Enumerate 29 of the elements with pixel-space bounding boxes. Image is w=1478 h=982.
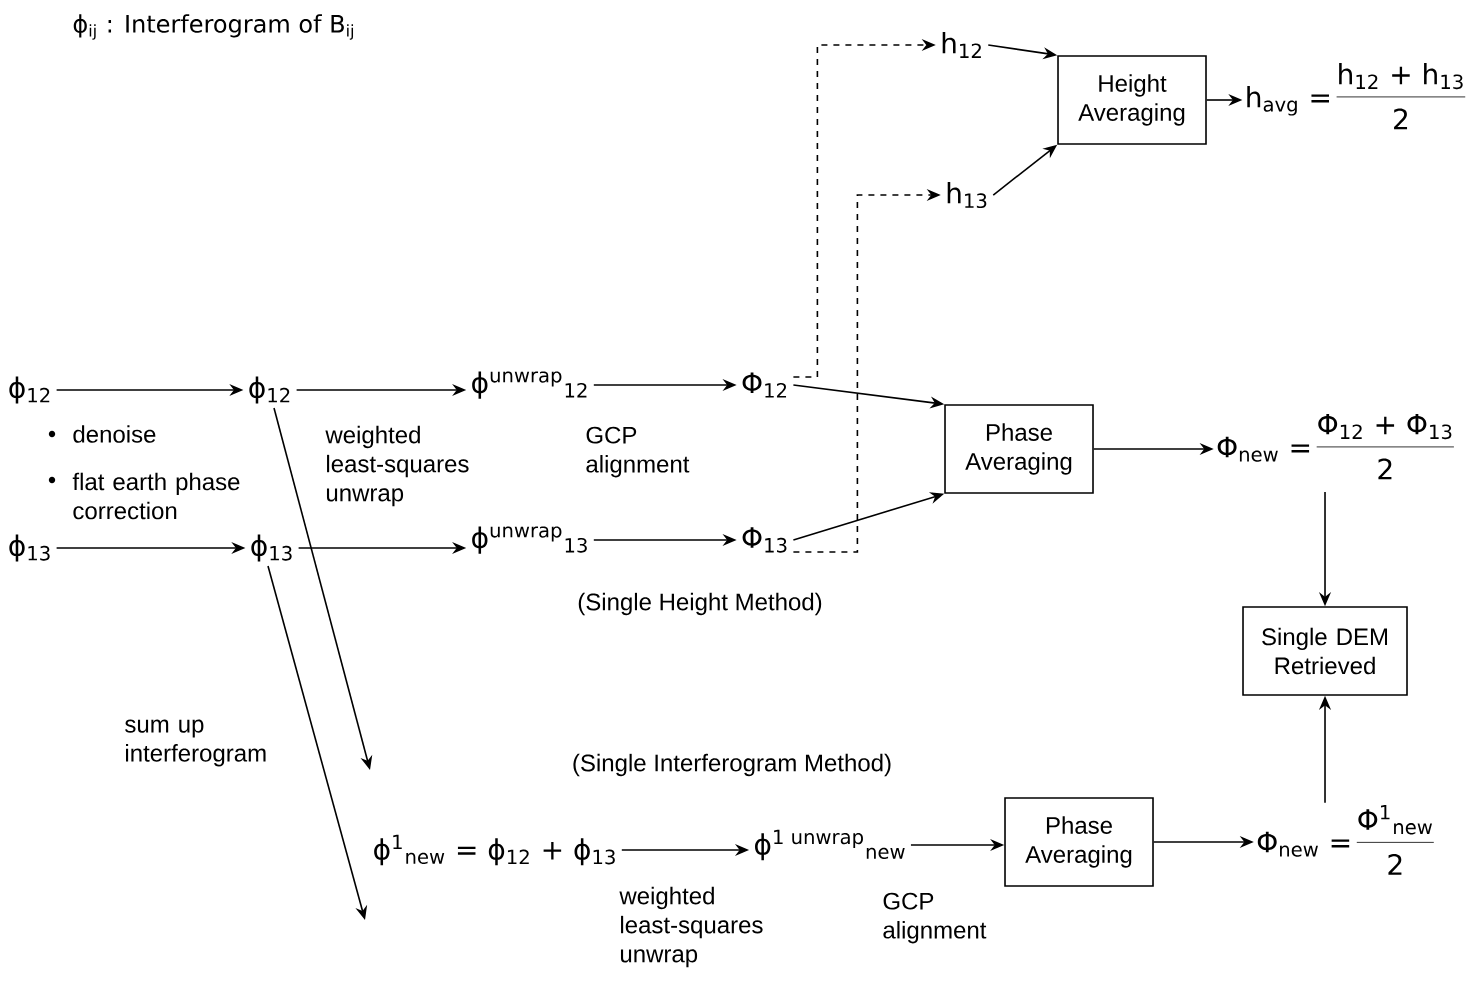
symbol-label: ϕ$^{unwrap}$13: [472, 526, 587, 554]
process-box: Phase Averaging: [1004, 797, 1154, 887]
text-label: (Single Interferogram Method): [573, 753, 891, 777]
process-box: Height Averaging: [1057, 55, 1207, 145]
bullet-item: denoise: [48, 425, 156, 443]
symbol-label: ϕ$^{1}$$_{new}$ = ϕ$_{12}$ + ϕ$_{13}$: [374, 834, 615, 866]
text-label: GCP alignment: [883, 892, 987, 944]
symbol-label: ϕ$^{unwrap}$12: [472, 371, 587, 399]
text-label: (Single Height Method): [578, 592, 822, 616]
text-label: weighted least-squares unwrap: [619, 886, 763, 968]
text-label: weighted least-squares unwrap: [325, 425, 469, 507]
symbol-label: h$_{13}$: [947, 181, 987, 209]
symbol-label: ϕ$_{13}$: [9, 534, 50, 562]
bullet-item: flat earth phase correction: [48, 472, 240, 520]
text-label: GCP alignment: [586, 426, 690, 478]
formula: h$_{avg}$ = h$_{12}$ + h$_{13}$ 2: [1247, 63, 1466, 130]
symbol-label: Φ$_{12}$: [742, 372, 787, 398]
symbol-label: ϕ$^{1 unwrap}$new: [755, 829, 905, 861]
text-label: ϕ$_{ij}$ : Interferogram of B$_{ij}$: [73, 14, 353, 40]
symbol-label: Φ$_{13}$: [742, 527, 787, 553]
symbol-label: ϕ$_{12}$: [9, 376, 50, 404]
symbol-label: ϕ$_{13}$: [251, 534, 292, 562]
formula: Φ$_{new}$ = Φ$_{12}$ + Φ$_{13}$ 2: [1217, 413, 1455, 480]
process-box: Phase Averaging: [944, 404, 1094, 494]
formula: Φ$_{new}$ = Φ$^{1}$new 2: [1257, 805, 1435, 875]
symbol-label: h$_{12}$: [942, 32, 981, 58]
text-label: sum up interferogram: [125, 719, 266, 767]
symbol-label: ϕ$_{12}$: [249, 376, 290, 404]
process-box: Single DEM Retrieved: [1242, 606, 1408, 696]
